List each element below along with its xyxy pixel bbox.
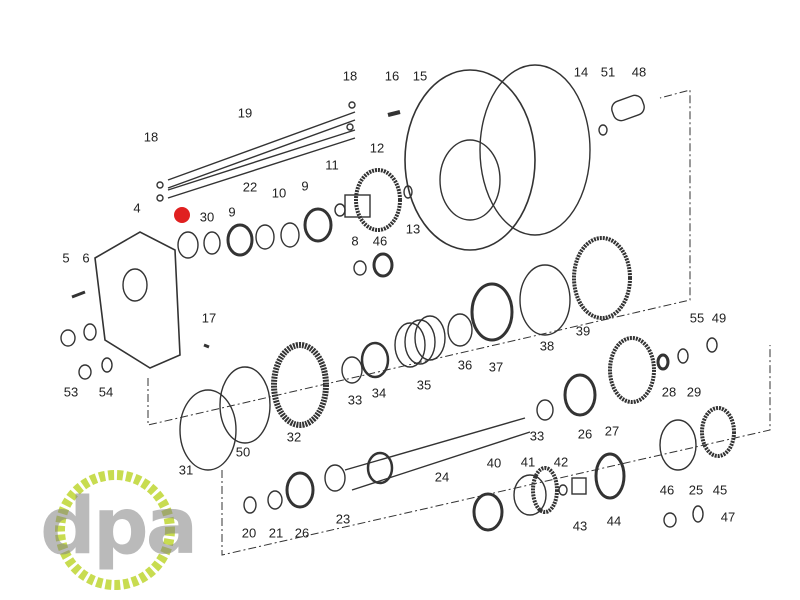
callout-16: 16 bbox=[384, 68, 400, 84]
callout-15: 15 bbox=[412, 68, 428, 84]
callout-31: 31 bbox=[178, 462, 194, 478]
callout-28: 28 bbox=[661, 384, 677, 400]
callout-51: 51 bbox=[600, 64, 616, 80]
shaft-24 bbox=[344, 417, 531, 491]
callout-40: 40 bbox=[486, 455, 502, 471]
callout-35: 35 bbox=[416, 377, 432, 393]
callout-24: 24 bbox=[434, 469, 450, 485]
callout-53: 53 bbox=[63, 384, 79, 400]
callout-46: 46 bbox=[659, 482, 675, 498]
callout-47: 47 bbox=[720, 509, 736, 525]
callout-21: 21 bbox=[268, 525, 284, 541]
callout-30: 30 bbox=[199, 209, 215, 225]
callout-46: 46 bbox=[372, 233, 388, 249]
housing-15 bbox=[404, 69, 536, 251]
cover-plate bbox=[94, 231, 181, 369]
callout-11: 11 bbox=[325, 157, 339, 173]
callout-9: 9 bbox=[301, 178, 309, 194]
callout-4: 4 bbox=[133, 200, 141, 216]
callout-32: 32 bbox=[286, 429, 302, 445]
callout-49: 49 bbox=[711, 310, 727, 326]
gear-12 bbox=[354, 168, 402, 232]
callout-39: 39 bbox=[575, 323, 591, 339]
callout-22: 22 bbox=[242, 179, 258, 195]
callout-26: 26 bbox=[294, 525, 310, 541]
callout-33: 33 bbox=[529, 428, 545, 444]
callout-14: 14 bbox=[573, 64, 589, 80]
callout-12: 12 bbox=[369, 140, 385, 156]
callout-10: 10 bbox=[271, 185, 287, 201]
middle-row-parts bbox=[179, 236, 718, 471]
callout-25: 25 bbox=[688, 482, 704, 498]
highlight-marker bbox=[174, 207, 190, 223]
callout-19: 19 bbox=[237, 105, 253, 121]
callout-26: 26 bbox=[577, 426, 593, 442]
callout-13: 13 bbox=[405, 221, 421, 237]
callout-38: 38 bbox=[539, 338, 555, 354]
callout-27: 27 bbox=[604, 423, 620, 439]
callout-9: 9 bbox=[228, 204, 236, 220]
callout-20: 20 bbox=[241, 525, 257, 541]
callout-18: 18 bbox=[143, 129, 159, 145]
callout-36: 36 bbox=[457, 357, 473, 373]
callout-29: 29 bbox=[686, 384, 702, 400]
callout-48: 48 bbox=[631, 64, 647, 80]
callout-17: 17 bbox=[201, 310, 217, 326]
callout-55: 55 bbox=[689, 310, 705, 326]
callout-42: 42 bbox=[553, 454, 569, 470]
callout-23: 23 bbox=[335, 511, 351, 527]
callout-43: 43 bbox=[572, 518, 588, 534]
dashed-frame bbox=[147, 89, 771, 556]
callout-34: 34 bbox=[371, 385, 387, 401]
rods bbox=[167, 111, 356, 199]
seal-rings bbox=[177, 203, 394, 278]
callout-50: 50 bbox=[235, 444, 251, 460]
callout-54: 54 bbox=[98, 384, 114, 400]
callout-8: 8 bbox=[351, 233, 359, 249]
callout-37: 37 bbox=[488, 359, 504, 375]
ring-14 bbox=[479, 64, 591, 236]
watermark-gear-ring bbox=[55, 470, 175, 590]
callout-33: 33 bbox=[347, 392, 363, 408]
callout-18: 18 bbox=[342, 68, 358, 84]
small-parts bbox=[60, 101, 608, 380]
lower-row-parts bbox=[243, 399, 736, 532]
callout-41: 41 bbox=[520, 454, 536, 470]
callout-44: 44 bbox=[606, 513, 622, 529]
callout-5: 5 bbox=[62, 250, 70, 266]
callout-45: 45 bbox=[712, 482, 728, 498]
callout-6: 6 bbox=[82, 250, 90, 266]
watermark-logo: dpa bbox=[40, 482, 198, 572]
